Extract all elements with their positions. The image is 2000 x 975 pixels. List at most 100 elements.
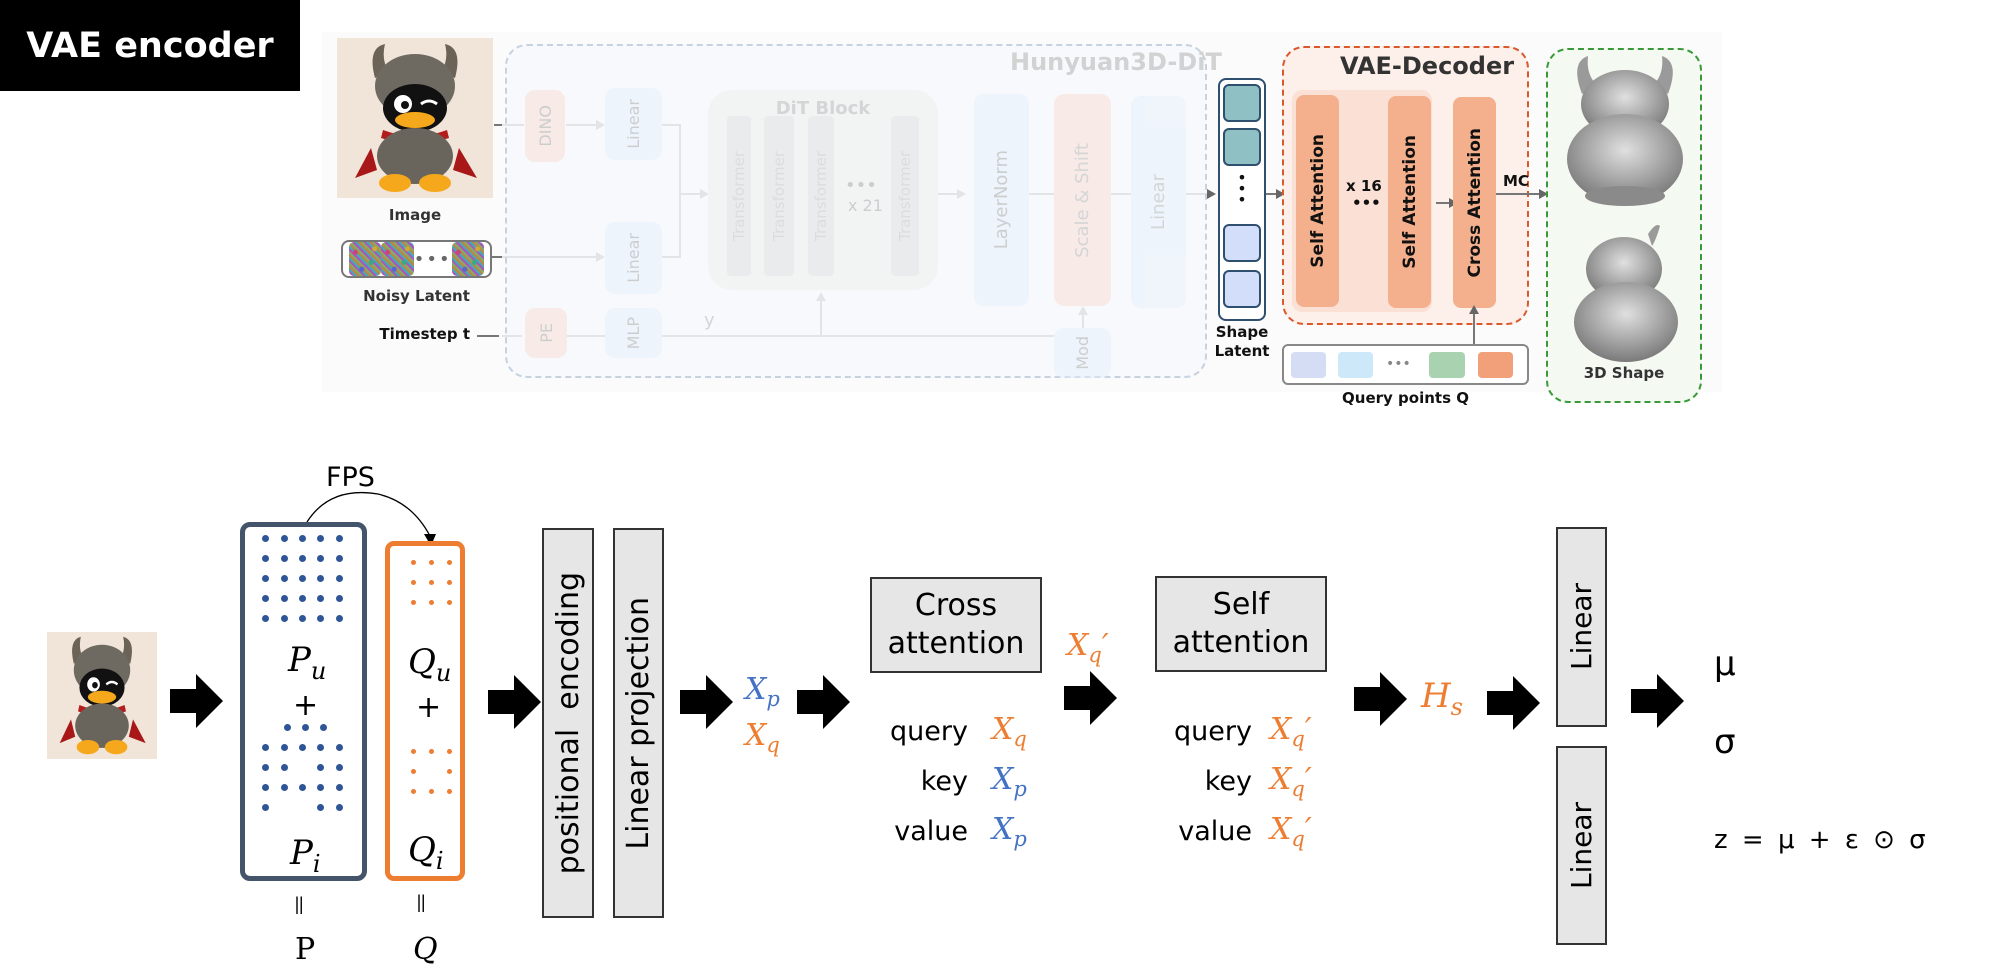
q-u-label: Qu (408, 642, 451, 687)
transformer-label: Transformer (812, 150, 830, 241)
flow-line (820, 300, 822, 335)
sigma-label: σ (1714, 722, 1736, 762)
hunyuan3d-dit-container (505, 44, 1207, 378)
mod-block: Mod (1054, 328, 1111, 378)
point-dot (299, 615, 306, 622)
dit-block-title: DiT Block (775, 98, 871, 119)
pe-block: PE (525, 308, 567, 358)
title-text: VAE encoder (26, 25, 274, 66)
transformer-block: Transformer (764, 116, 794, 276)
point-dot (262, 575, 269, 582)
flow-line (662, 256, 680, 258)
flow-line (1266, 193, 1278, 195)
point-dot (317, 764, 324, 771)
point-dot (336, 764, 343, 771)
ellipsis-icon: ••• (1386, 356, 1411, 372)
q-i-label: Qi (408, 830, 444, 875)
hs-label: Hs (1421, 676, 1463, 721)
subscript: q (766, 733, 780, 757)
transformer-label: Transformer (770, 150, 788, 241)
equals-sign: II (416, 890, 426, 918)
noise-patch-icon (349, 242, 382, 276)
linear-label: Linear (624, 233, 643, 283)
point-dot (262, 804, 269, 811)
block-label-line: Self (1212, 587, 1270, 622)
flow-line (679, 124, 681, 258)
linear-sigma-block: Linear (1556, 746, 1607, 945)
symbol: Q (408, 830, 436, 870)
point-dot (262, 764, 269, 771)
block-arrow-icon (1487, 676, 1540, 730)
xp-label: Xp (745, 672, 780, 711)
mlp-block: MLP (605, 308, 662, 358)
qkv-value-symbol: Xp (992, 762, 1027, 801)
point-dot (281, 535, 288, 542)
point-dot (447, 580, 452, 585)
linear-projection-label: Linear projection (621, 596, 656, 850)
xq-prime-label: Xq′ (1067, 628, 1109, 667)
point-dot (262, 744, 269, 751)
self-attention-block: Self attention (1155, 576, 1327, 672)
point-dot (336, 595, 343, 602)
fps-curved-arrow-icon (306, 491, 436, 546)
point-dot (411, 789, 416, 794)
arrow-right-icon (957, 189, 966, 199)
noisy-latent-caption: Noisy Latent (363, 287, 470, 305)
arrow-right-icon (596, 252, 605, 262)
query-cell (1291, 352, 1326, 378)
query-cell (1338, 352, 1373, 378)
query-cell (1429, 352, 1465, 378)
timestep-line (477, 335, 499, 337)
mc-label: MC (1503, 172, 1529, 190)
image-caption: Image (388, 206, 442, 224)
point-dot (262, 595, 269, 602)
3d-shape-render-icon (1567, 56, 1683, 362)
self-attention-block-1: Self Attention (1296, 95, 1339, 307)
positional-encoding-block: positional encoding (542, 528, 594, 918)
flow-line (662, 124, 680, 126)
latent-cell (1223, 270, 1261, 308)
input-image (337, 38, 493, 198)
block-arrow-icon (488, 675, 541, 729)
self-attention-block-2: Self Attention (1388, 96, 1431, 308)
qkv-value-symbol: Xq′ (1270, 712, 1312, 751)
y-label: y (704, 310, 715, 331)
linear-label: Linear (1148, 174, 1169, 230)
vertical-ellipsis-icon: ••• (1237, 168, 1247, 209)
qkv-key-label: key (1204, 766, 1252, 797)
positional-encoding-label: positional encoding (550, 571, 586, 875)
query-cell (1478, 352, 1513, 378)
q-result-label: Q (413, 932, 438, 967)
qkv-value-symbol: Xq′ (1270, 762, 1312, 801)
qkv-key-label: value (894, 816, 968, 847)
mc-flow-line (1496, 193, 1540, 195)
point-dot (262, 784, 269, 791)
dit-title: Hunyuan3D-DiT (1010, 48, 1222, 76)
point-dot (336, 615, 343, 622)
penguin-warrior-icon (337, 38, 493, 198)
mu-label: μ (1714, 644, 1736, 684)
linear-out-block: Linear (1131, 96, 1186, 308)
qkv-key-label: key (920, 766, 968, 797)
subscript: s (1450, 692, 1463, 721)
ellipsis-icon: ••• (413, 248, 452, 270)
subscript: q (1088, 643, 1102, 667)
linear-projection-block: Linear projection (613, 528, 664, 918)
point-dot (336, 535, 343, 542)
y-flow-line (662, 335, 1064, 337)
point-dot (299, 784, 306, 791)
qkv-value-symbol: Xq (992, 712, 1027, 751)
block-arrow-icon (1064, 671, 1117, 725)
p-u-label: Pu (288, 640, 326, 685)
transformer-label: Transformer (896, 150, 914, 241)
point-dot (411, 560, 416, 565)
penguin-warrior-icon (47, 632, 157, 759)
transformer-block: Transformer (891, 116, 919, 276)
transformer-label: Transformer (730, 150, 748, 241)
point-dot (281, 764, 288, 771)
cross-attention-block: Cross attention (870, 577, 1042, 673)
dit-block (708, 90, 938, 290)
point-dot (336, 784, 343, 791)
point-cloud-p-box (240, 522, 367, 881)
